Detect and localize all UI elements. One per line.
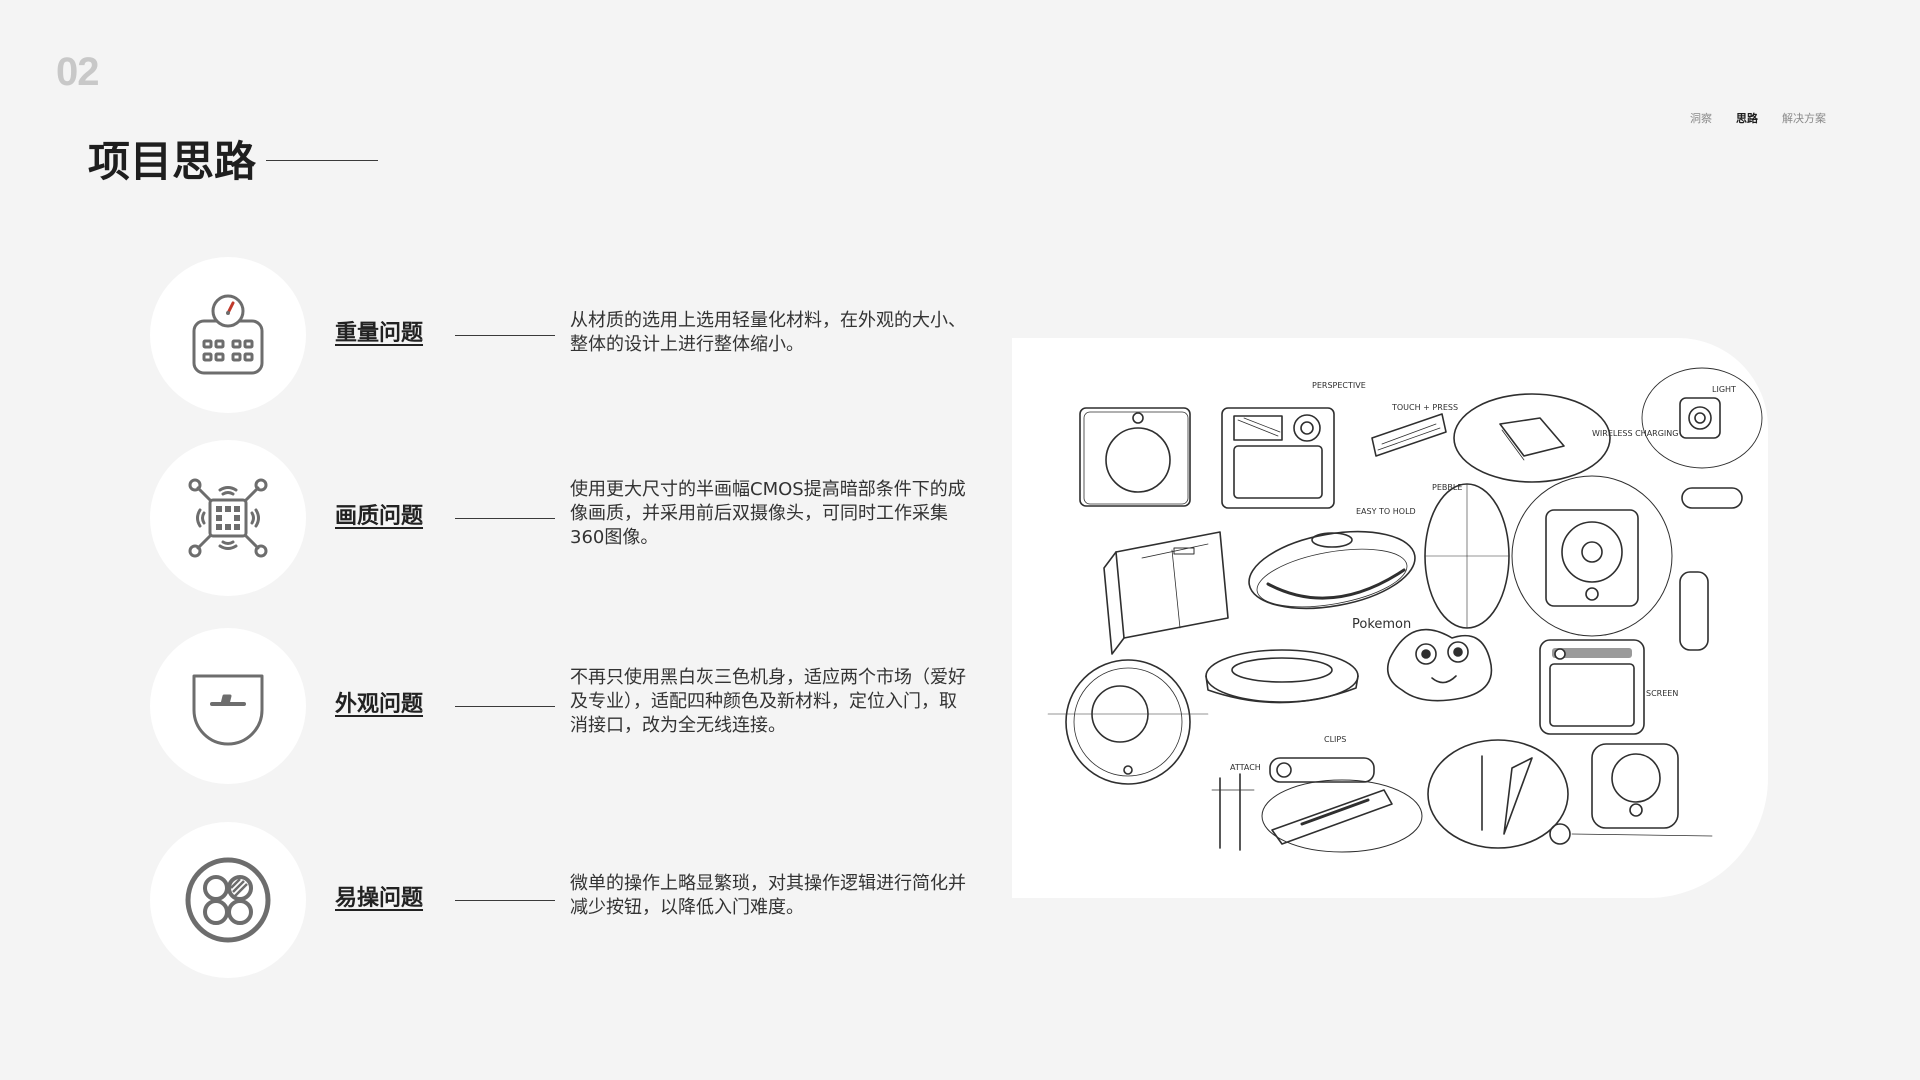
sketch-square-camera-small [1571,743,1713,837]
sketch-annotations: PERSPECTIVE TOUCH + PRESS WIRELESS CHARG… [1230,381,1736,772]
note-easy-to-hold: EASY TO HOLD [1356,507,1416,516]
issue-divider [455,900,555,901]
sketch-round-disc [1047,659,1209,785]
note-screen: SCREEN [1646,689,1678,698]
issue-divider [455,335,555,336]
sketch-saucer [1205,649,1359,704]
note-pebble: PEBBLE [1432,483,1462,492]
issue-description: 使用更大尺寸的半画幅CMOS提高暗部条件下的成像画质，并采用前后双摄像头，可同时… [570,479,966,548]
sketch-flat-bar [1371,413,1447,457]
sketch-pebble-body [1248,530,1416,610]
issue-row-image-quality: 画质问题 使用更大尺寸的半画幅CMOS提高暗部条件下的成像画质，并采用前后双摄像… [150,440,970,600]
camera-sensor-icon [188,478,268,558]
sketch-side-parts [1679,487,1743,651]
issue-row-weight: 重量问题 从材质的选用上选用轻量化材料，在外观的大小、整体的设计上进行整体缩小。 [150,257,970,417]
sketch-wireless-pad [1453,393,1611,483]
sketch-side-box [1103,531,1229,655]
sketch-tall-oval [1424,483,1510,629]
product-sketch-collage: PERSPECTIVE TOUCH + PRESS WIRELESS CHARG… [1047,367,1763,853]
nav-item-solution[interactable]: 解决方案 [1782,112,1826,125]
issue-description: 不再只使用黑白灰三色机身，适应两个市场（爱好及专业），适配四种颜色及新材料，定位… [570,667,966,736]
title-divider [266,160,378,161]
note-perspective: PERSPECTIVE [1312,381,1366,390]
sketch-panel: PERSPECTIVE TOUCH + PRESS WIRELESS CHARG… [1012,338,1768,898]
weight-scale-icon [192,294,264,375]
issue-icon-circle [150,628,306,784]
issue-icon-circle [150,257,306,413]
sketch-circle-frame-camera [1511,475,1673,637]
issue-label: 易操问题 [335,886,424,911]
sketch-character-face [1386,628,1493,702]
sketch-square-camera [1079,407,1191,507]
page-number: 02 [56,50,99,94]
sketch-clip-device [1261,757,1423,853]
sketch-light-module [1641,367,1763,469]
issue-label: 画质问题 [335,504,424,529]
four-circles-icon [185,857,271,943]
sketch-g-mark [1549,823,1571,845]
issue-label: 重量问题 [335,321,424,346]
issue-icon-circle [150,440,306,596]
note-clips: CLIPS [1324,735,1346,744]
sketch-boxy-camera [1221,407,1335,509]
sketch-screen-device [1539,639,1645,735]
note-attach: ATTACH [1230,763,1261,772]
issue-label: 外观问题 [335,692,424,717]
top-nav: 洞察 思路 解决方案 [1690,111,1826,127]
issue-description: 微单的操作上略显繁琐，对其操作逻辑进行简化并减少按钮，以降低入门难度。 [570,873,966,918]
page-title: 项目思路 [88,137,257,186]
issue-row-appearance: 外观问题 不再只使用黑白灰三色机身，适应两个市场（爱好及专业），适配四种颜色及新… [150,628,970,788]
note-light: LIGHT [1712,385,1736,394]
issue-row-ease-of-use: 易操问题 微单的操作上略显繁琐，对其操作逻辑进行简化并减少按钮，以降低入门难度。 [150,822,970,982]
issue-icon-circle [150,822,306,978]
issue-description: 从材质的选用上选用轻量化材料，在外观的大小、整体的设计上进行整体缩小。 [570,310,966,355]
shield-badge-icon [192,674,264,746]
issue-divider [455,518,555,519]
sketch-sail-shape [1427,739,1569,849]
note-wireless-charging: WIRELESS CHARGING [1592,429,1678,438]
nav-item-insight[interactable]: 洞察 [1690,112,1712,125]
note-touch-press: TOUCH + PRESS [1391,403,1458,412]
note-pokemon: Pokemon [1352,617,1411,632]
sketch-attach-bar [1211,773,1255,851]
nav-item-approach[interactable]: 思路 [1736,112,1758,125]
issue-divider [455,706,555,707]
